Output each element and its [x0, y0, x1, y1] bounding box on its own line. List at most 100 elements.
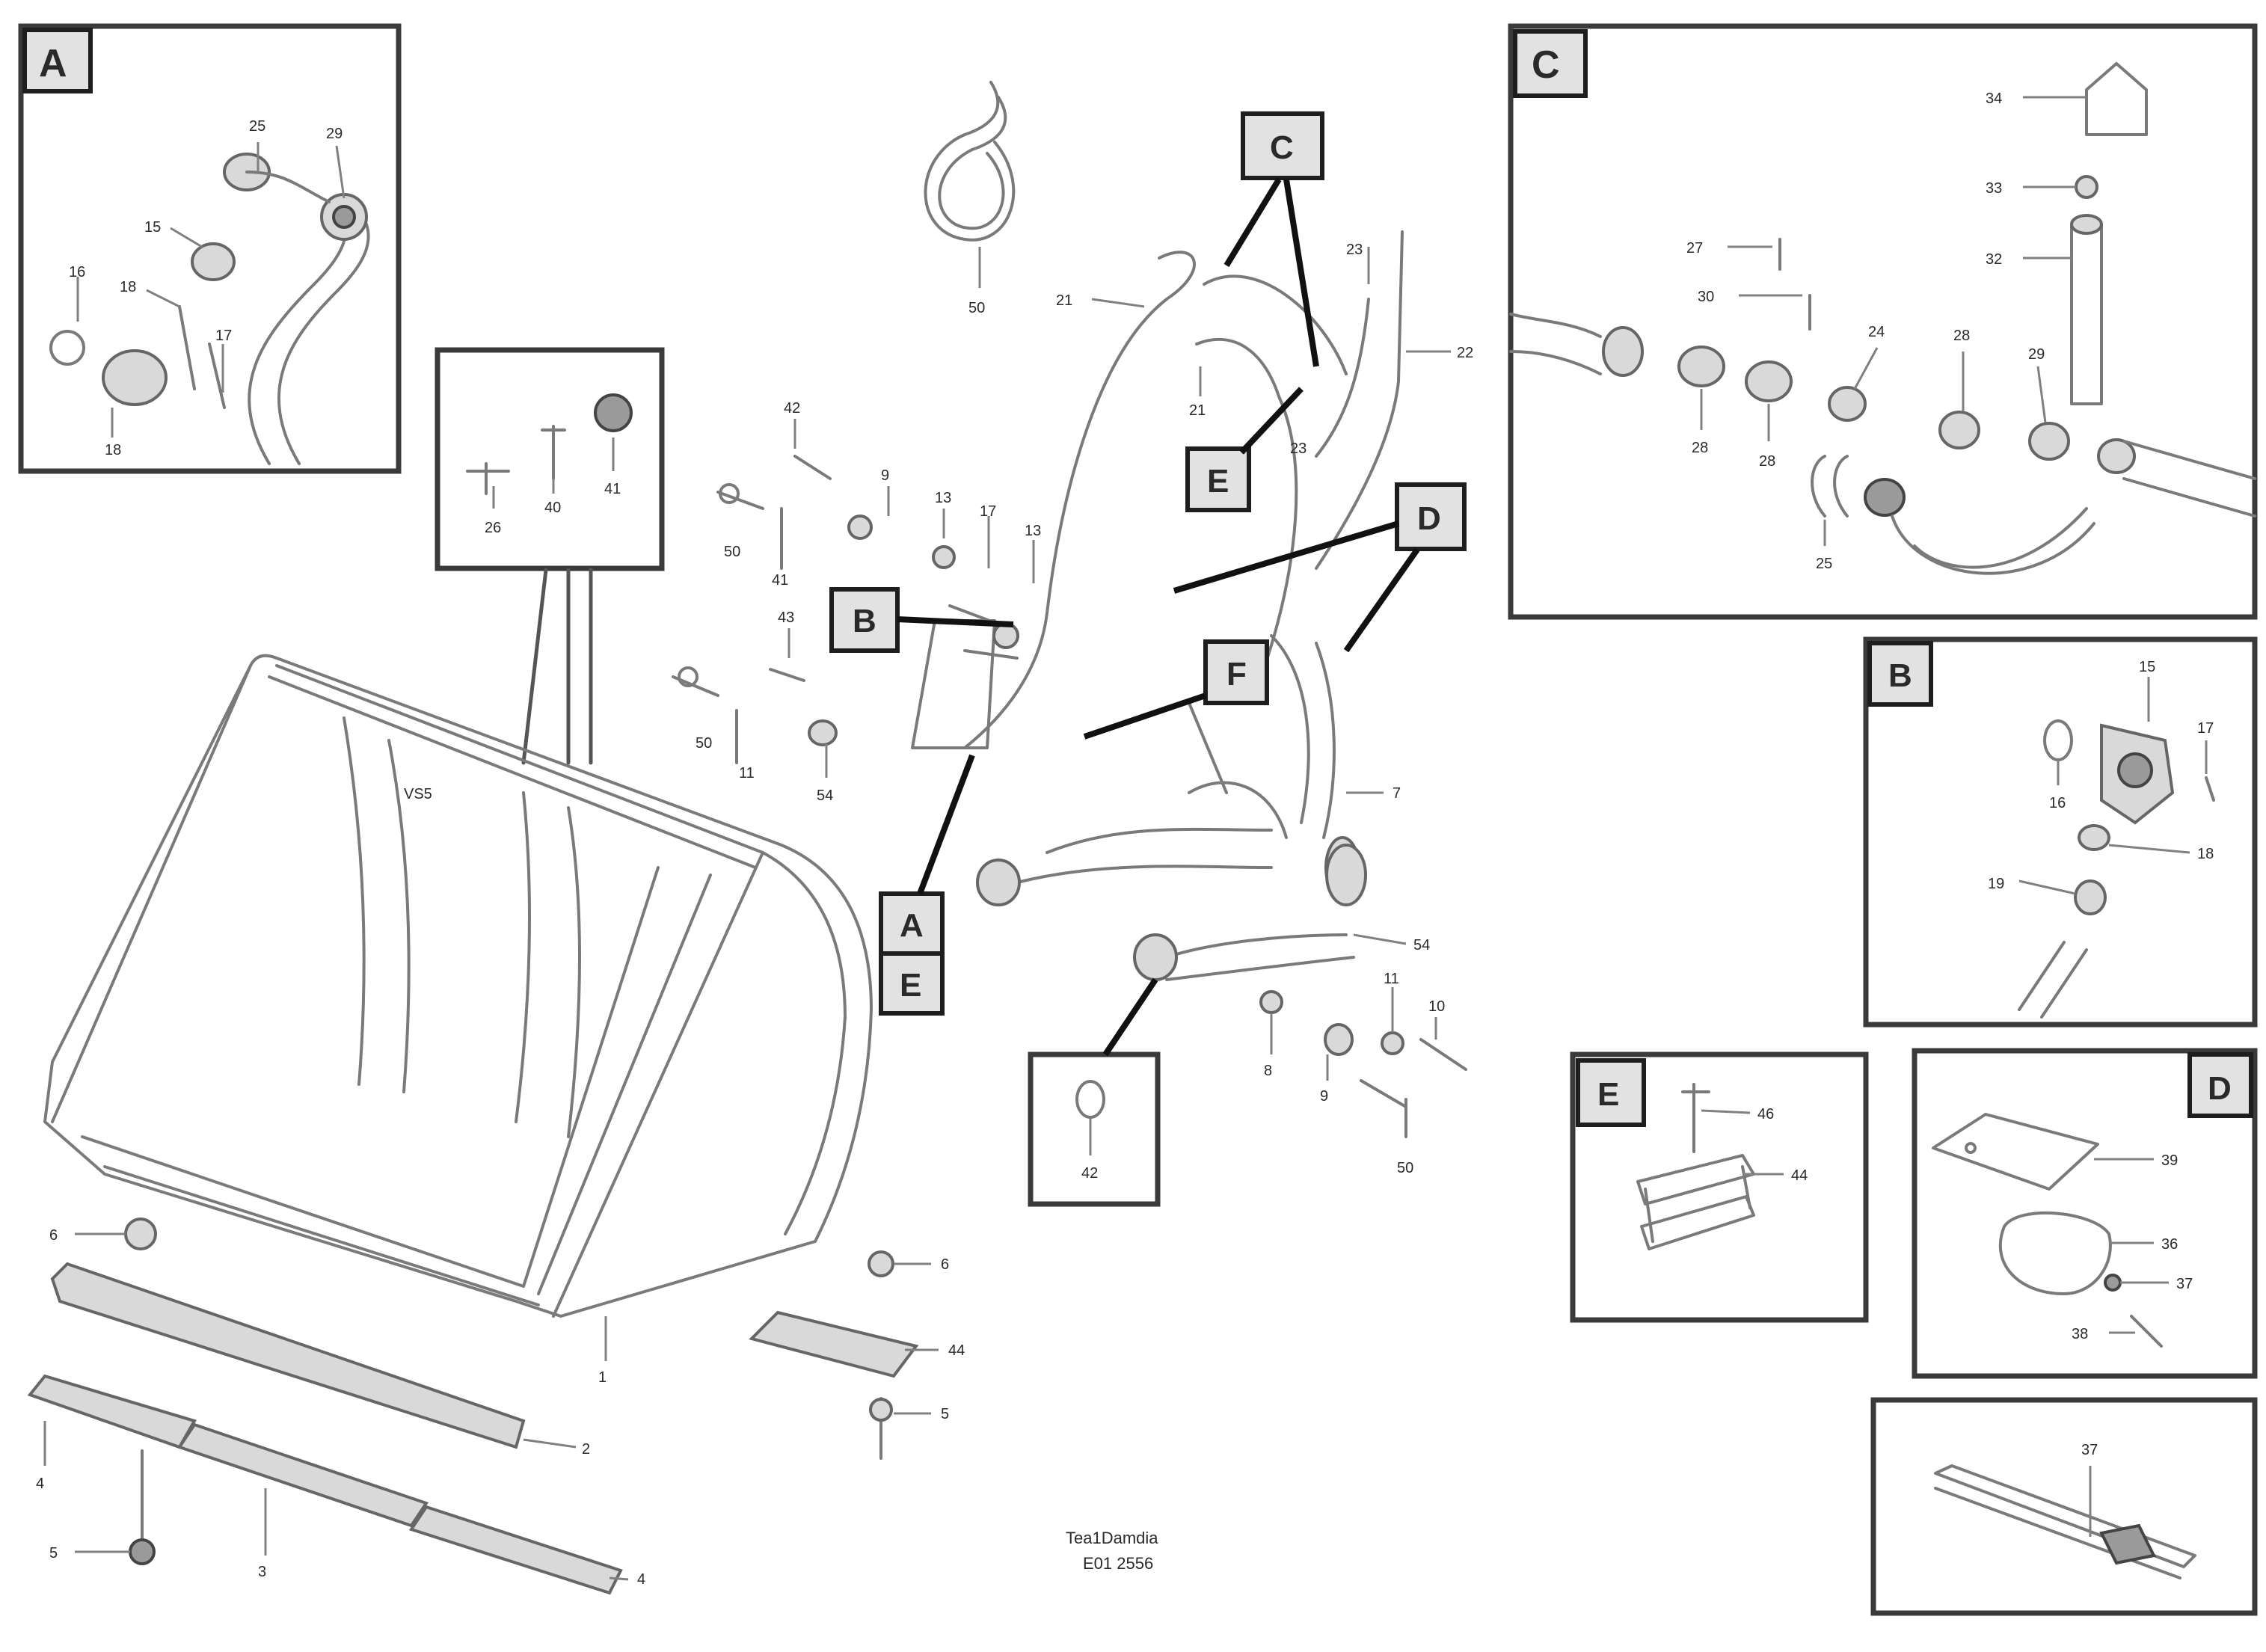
callout-low-54: 54 — [1413, 937, 1430, 954]
detail-a-letter: A — [39, 42, 67, 85]
detail-a-callouts: 25 29 15 16 18 17 18 — [69, 118, 346, 458]
pointer-tags: C E D F B A E — [829, 111, 1467, 1057]
callout-fit-42: 42 — [784, 400, 800, 417]
detail-d-parts — [1932, 1113, 2163, 1348]
callout-d-37: 37 — [2176, 1276, 2193, 1292]
detail-c-parts — [1509, 62, 2256, 575]
detail-wear-strip-frame — [1870, 1397, 2258, 1616]
detail-b-tag[interactable] — [1867, 641, 1933, 707]
pointer-tag-b-letter: B — [853, 603, 876, 639]
footer-line-1: Tea1Damdia — [1066, 1529, 1158, 1547]
o-ring-detail: 42 — [1028, 1051, 1161, 1207]
callout-boom-7: 7 — [1393, 785, 1401, 802]
callout-d-36: 36 — [2161, 1236, 2178, 1253]
callout-plate-6: 6 — [941, 1256, 949, 1273]
callout-e-44: 44 — [1791, 1167, 1808, 1184]
pointer-tag-a[interactable] — [879, 891, 945, 956]
wear-plate: 6 44 5 — [749, 1250, 965, 1460]
callout-c-25: 25 — [1816, 556, 1832, 572]
callout-edge-2: 2 — [582, 1441, 590, 1458]
detail-d-tag[interactable] — [2187, 1052, 2253, 1118]
pointer-tag-d[interactable] — [1395, 482, 1467, 551]
callout-boom-21b: 21 — [1189, 402, 1206, 419]
callout-fit-13a: 13 — [935, 490, 951, 506]
pointer-tag-e1-letter: E — [1207, 463, 1229, 500]
detail-b: B 16 15 17 18 19 — [1863, 636, 2258, 1028]
callout-boom-21a: 21 — [1056, 292, 1072, 309]
callout-fit-54: 54 — [817, 787, 833, 804]
pointer-tag-e2-letter: E — [900, 967, 921, 1004]
callout-c-28c: 28 — [1953, 328, 1970, 344]
detail-b-parts — [2018, 719, 2215, 1019]
callout-oring-42: 42 — [1081, 1165, 1098, 1182]
detail-e-parts — [1636, 1083, 1755, 1250]
callout-edge-5: 5 — [49, 1545, 58, 1562]
pointer-tag-a-letter: A — [900, 907, 924, 944]
lower-fittings: 54 8 9 11 10 50 — [1259, 844, 1467, 1176]
callout-c-34: 34 — [1986, 90, 2002, 107]
callout-strip-37: 37 — [2081, 1442, 2098, 1458]
detail-c-callouts: 34 33 32 27 30 28 28 24 28 29 25 — [1686, 90, 2087, 572]
callout-a-16: 16 — [69, 264, 85, 280]
callout-c-32: 32 — [1986, 251, 2002, 268]
detail-e: E 46 44 — [1570, 1051, 1869, 1323]
callout-fit-50b: 50 — [696, 735, 712, 752]
detail-b-callouts: 16 15 17 18 19 — [1988, 659, 2214, 895]
pointer-tag-f-letter: F — [1226, 656, 1247, 693]
pointer-tag-f[interactable] — [1203, 639, 1269, 705]
callout-low-11: 11 — [1384, 971, 1399, 987]
callout-hose-50: 50 — [968, 300, 985, 316]
callout-a-18b: 18 — [105, 442, 121, 458]
callout-plate-5: 5 — [941, 1406, 949, 1422]
callout-fit-9: 9 — [881, 467, 889, 484]
callout-e-46: 46 — [1757, 1106, 1774, 1123]
callout-a-29: 29 — [326, 126, 343, 142]
callout-d-39: 39 — [2161, 1152, 2178, 1169]
detail-c-tag[interactable] — [1513, 29, 1588, 98]
detail-e-frame — [1570, 1051, 1869, 1323]
pointer-tag-e2[interactable] — [879, 951, 945, 1016]
detail-b-frame — [1863, 636, 2258, 1028]
tag-plate-detail: 41 40 26 — [435, 347, 665, 765]
callout-edge-6: 6 — [49, 1227, 58, 1244]
callout-low-50: 50 — [1397, 1160, 1413, 1176]
callout-fit-13b: 13 — [1025, 523, 1041, 539]
o-ring-frame — [1028, 1051, 1161, 1207]
detail-a-parts — [49, 153, 370, 465]
callout-a-15: 15 — [144, 219, 161, 236]
callout-tag-41: 41 — [604, 481, 621, 497]
detail-wear-strip: 37 — [1870, 1397, 2258, 1616]
callout-plate-44: 44 — [948, 1342, 965, 1359]
callout-b-19: 19 — [1988, 876, 2004, 892]
detail-a-tag[interactable] — [22, 28, 93, 93]
detail-e-tag[interactable] — [1576, 1058, 1646, 1127]
callout-c-28b: 28 — [1759, 453, 1775, 470]
detail-c-frame — [1508, 23, 2258, 620]
pointer-tag-e1[interactable] — [1185, 446, 1251, 512]
callout-boom-23b: 23 — [1290, 440, 1307, 457]
callout-c-28a: 28 — [1692, 440, 1708, 456]
detail-d-letter: D — [2208, 1070, 2232, 1107]
callout-tag-26: 26 — [485, 520, 501, 536]
callout-fit-17: 17 — [980, 503, 996, 520]
footer-line-2: E01 2556 — [1083, 1554, 1153, 1573]
callout-b-17: 17 — [2197, 720, 2214, 737]
callout-fit-43: 43 — [778, 609, 794, 626]
pointer-tag-c[interactable] — [1241, 111, 1324, 180]
pointer-tag-d-letter: D — [1417, 500, 1441, 537]
callout-a-18: 18 — [120, 279, 136, 295]
callout-b-16: 16 — [2049, 795, 2066, 811]
detail-c-letter: C — [1532, 43, 1560, 87]
tag-plate-frame — [435, 347, 665, 571]
callout-edge-3: 3 — [258, 1564, 266, 1580]
callout-boom-23a: 23 — [1346, 242, 1363, 258]
callout-edge-4b: 4 — [637, 1571, 645, 1588]
callout-fit-50a: 50 — [724, 544, 740, 560]
fittings-cluster: 42 9 13 17 13 50 41 43 50 11 54 — [672, 400, 1041, 804]
detail-a-frame — [18, 23, 402, 474]
callout-d-38: 38 — [2072, 1326, 2088, 1342]
callout-bucket-1: 1 — [598, 1369, 607, 1386]
callout-tag-40: 40 — [544, 500, 561, 516]
detail-d: D 39 36 37 38 — [1912, 1048, 2258, 1379]
